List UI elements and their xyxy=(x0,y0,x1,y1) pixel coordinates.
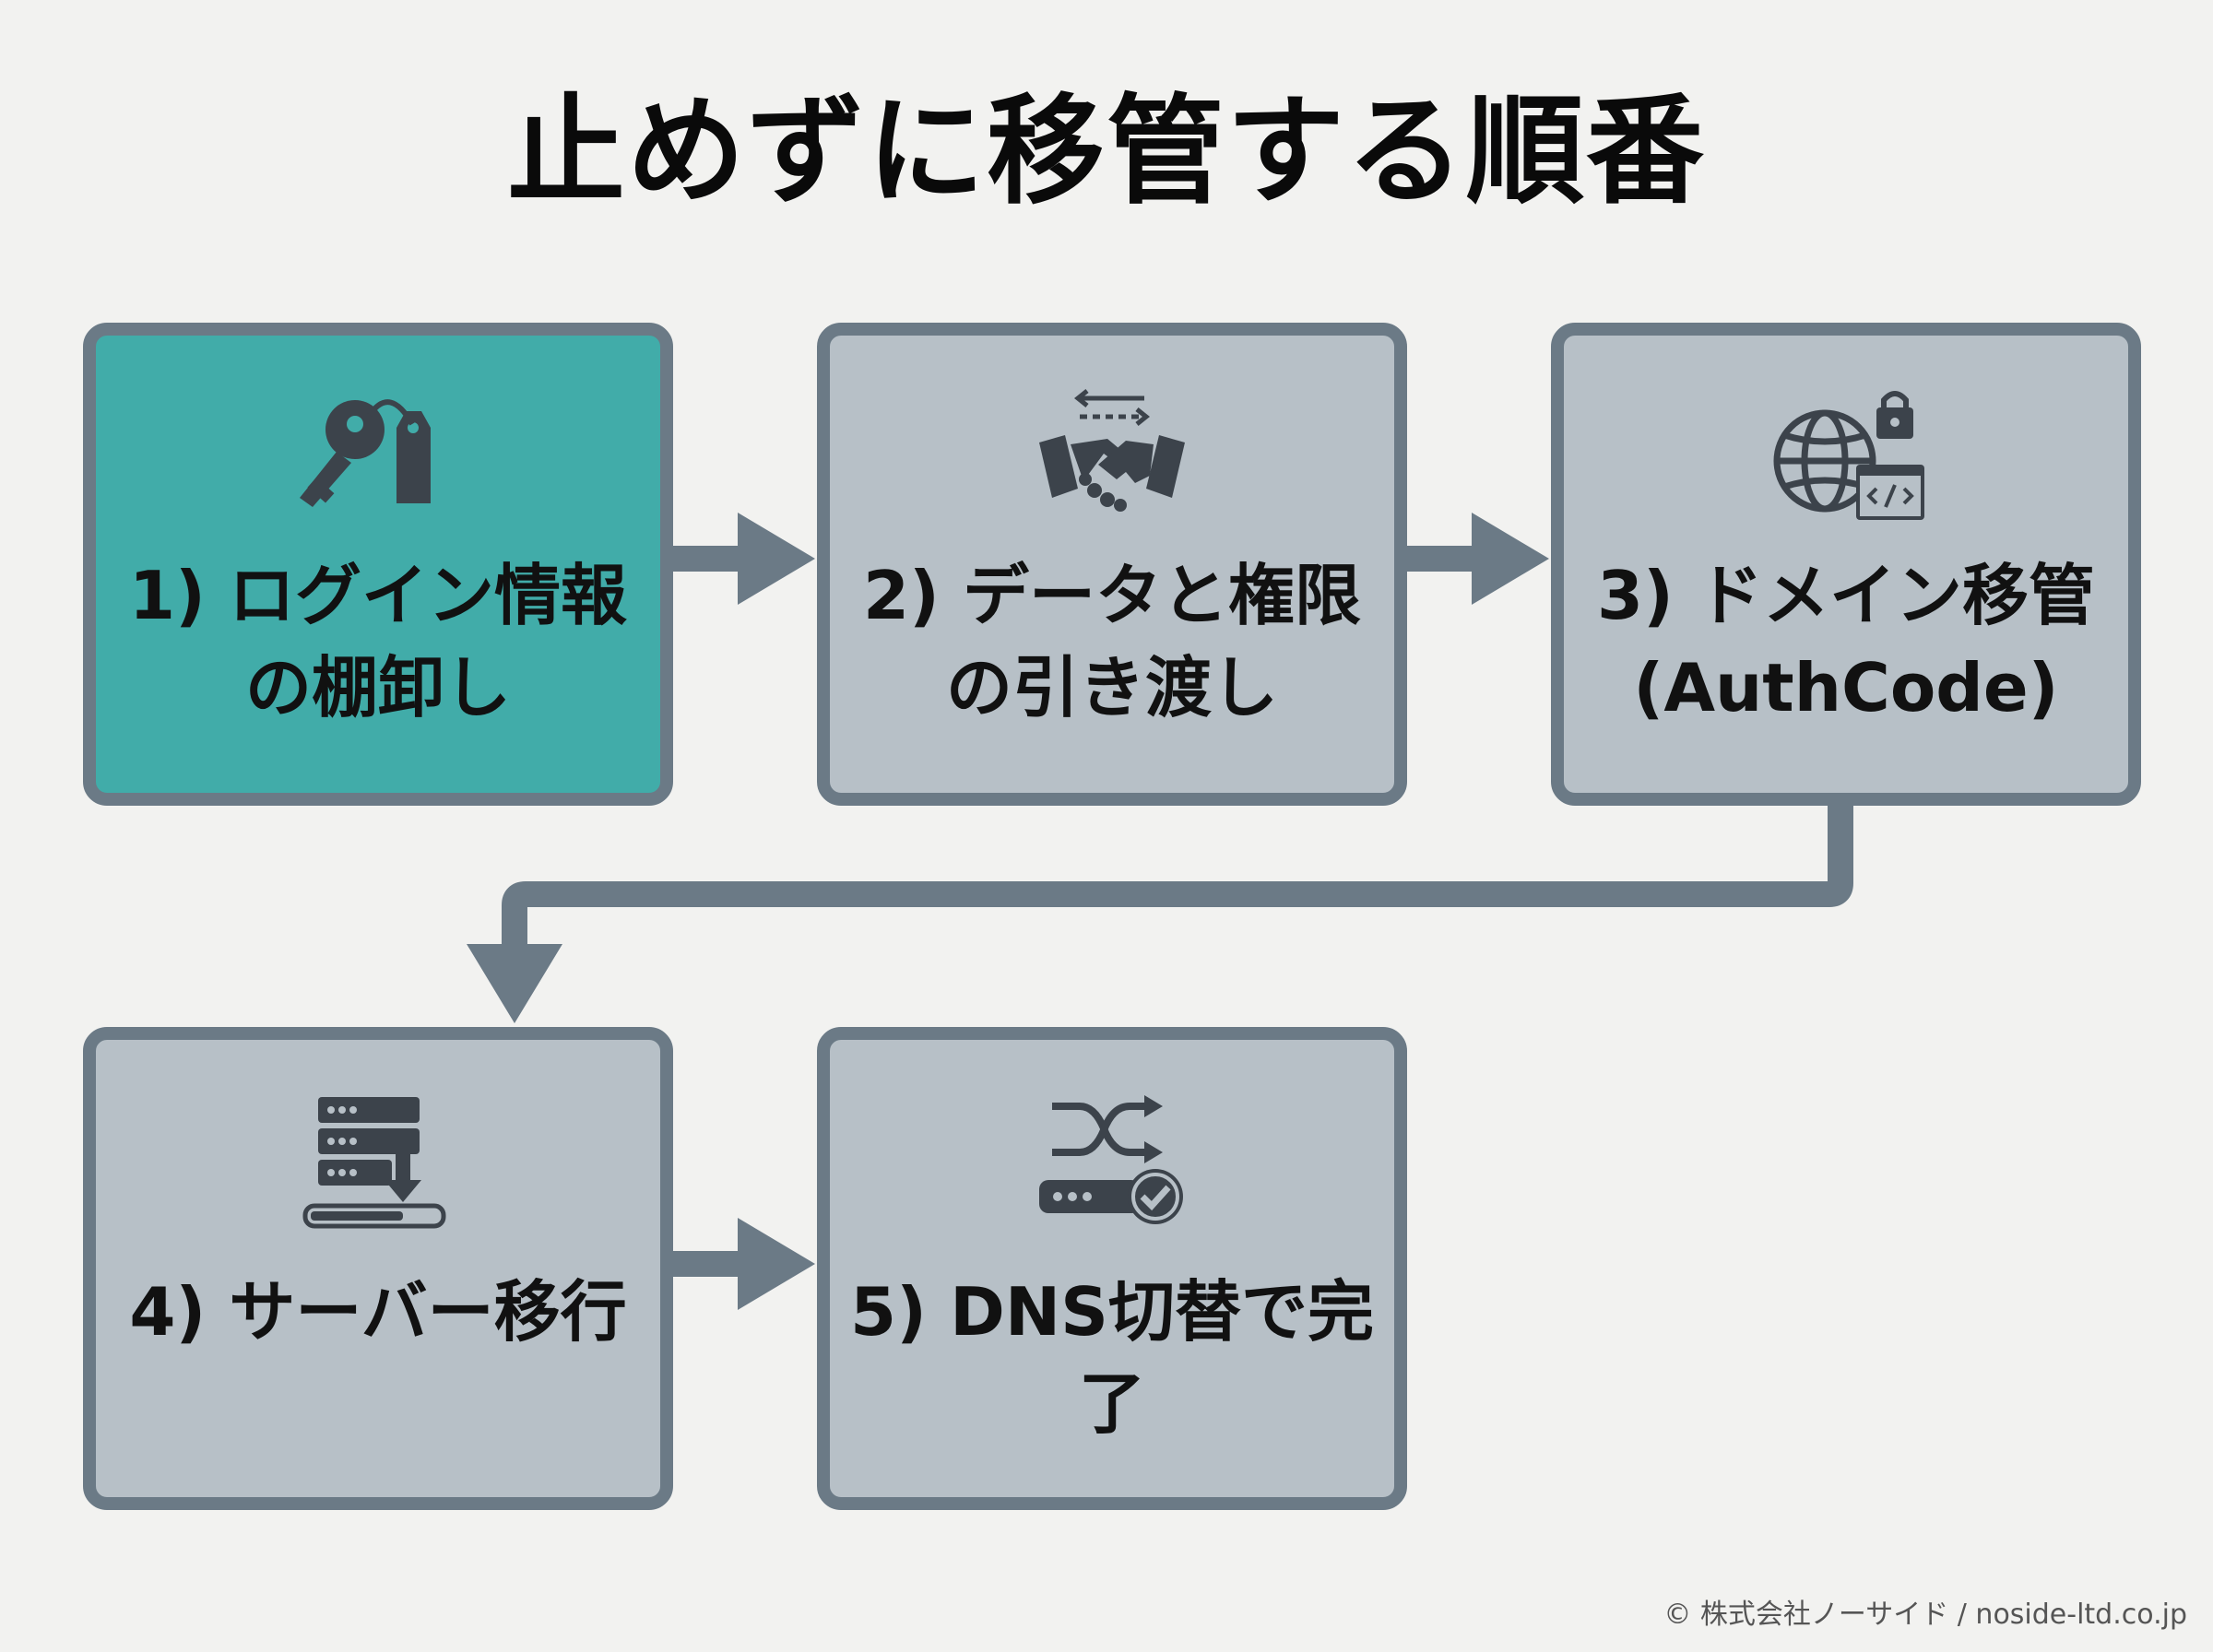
step-4-box: 4) サーバー移行 xyxy=(83,1027,673,1510)
arrow-step4-to-step5 xyxy=(660,1218,815,1310)
page-title: 止めずに移管する順番 xyxy=(506,83,1706,220)
step-3-label: 3) ドメイン移管 (AuthCode) xyxy=(1596,557,2096,726)
server-download-icon xyxy=(300,1092,456,1230)
arrow-step1-to-step2 xyxy=(660,513,815,605)
step-2-label: 2) データと権限 の引き渡し xyxy=(862,557,1362,726)
arrow-step2-to-step3 xyxy=(1394,513,1549,605)
globe-lock-code-icon xyxy=(1768,387,1924,525)
shuffle-check-icon xyxy=(1034,1092,1190,1230)
step-1-box: 1) ログイン情報 の棚卸し xyxy=(83,323,673,806)
step-2-box: 2) データと権限 の引き渡し xyxy=(817,323,1407,806)
step-3-box: 3) ドメイン移管 (AuthCode) xyxy=(1551,323,2141,806)
step-5-label: 5) DNS切替で完了 xyxy=(850,1273,1374,1443)
copyright-notice: © 株式会社ノーサイド / noside-ltd.co.jp xyxy=(1663,1599,2187,1631)
step-4-label: 4) サーバー移行 xyxy=(129,1273,627,1351)
step-5-box: 5) DNS切替で完了 xyxy=(817,1027,1407,1510)
step-1-label: 1) ログイン情報 の棚卸し xyxy=(128,557,628,726)
handshake-exchange-icon xyxy=(1034,387,1190,525)
arrow-step3-to-step4 xyxy=(467,793,1853,1023)
key-tag-icon xyxy=(300,387,456,525)
